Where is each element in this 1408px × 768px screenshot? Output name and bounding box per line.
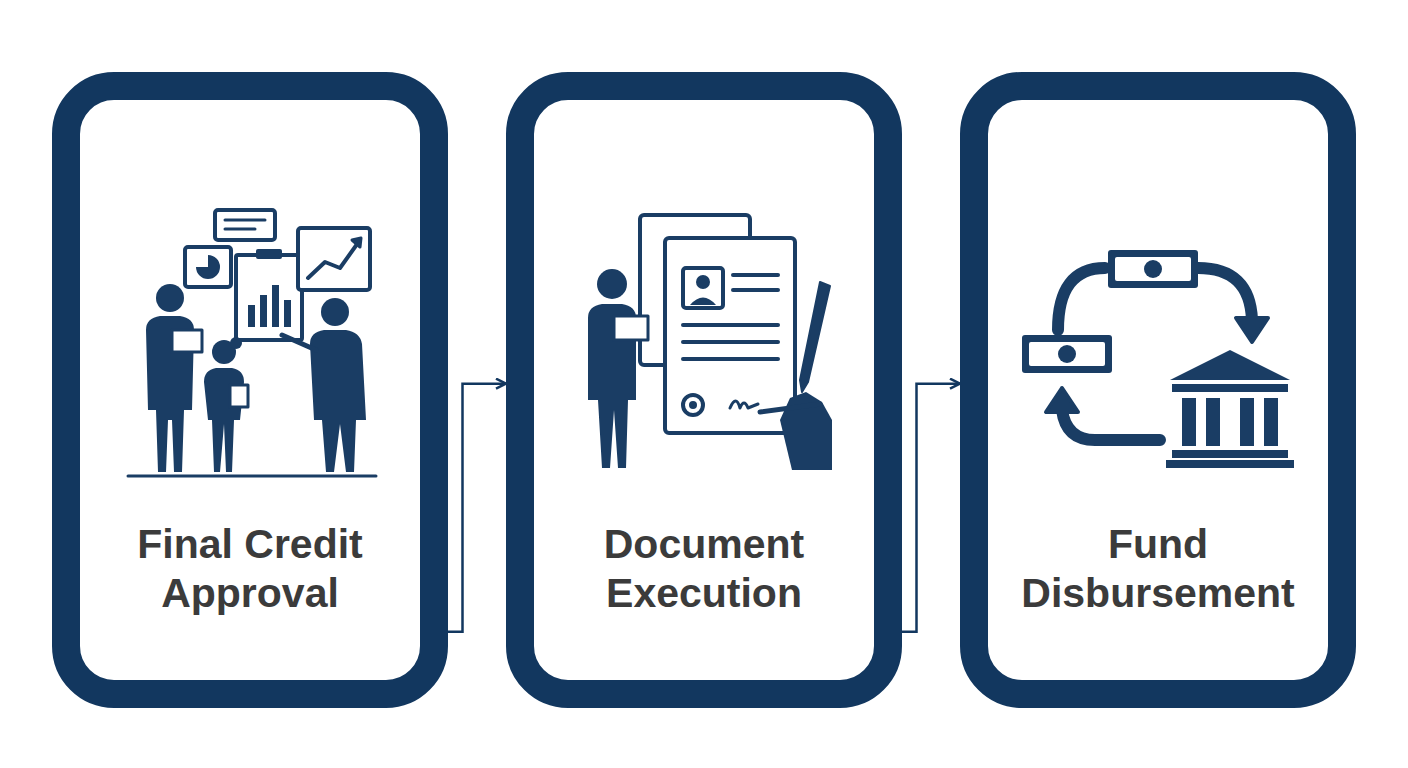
meeting-icon bbox=[128, 210, 376, 476]
signing-icon bbox=[588, 215, 832, 470]
step-label: Document Execution bbox=[554, 520, 854, 618]
flow-arrow bbox=[448, 384, 506, 632]
step-panel: Final Credit Approval bbox=[52, 72, 448, 708]
step-panel: Fund Disbursement bbox=[960, 72, 1356, 708]
flow-arrow bbox=[902, 384, 960, 632]
step-panel: Document Execution bbox=[506, 72, 902, 708]
step-label: Final Credit Approval bbox=[100, 520, 400, 618]
step-label: Fund Disbursement bbox=[1008, 520, 1308, 618]
money-flow-icon bbox=[1022, 250, 1294, 468]
